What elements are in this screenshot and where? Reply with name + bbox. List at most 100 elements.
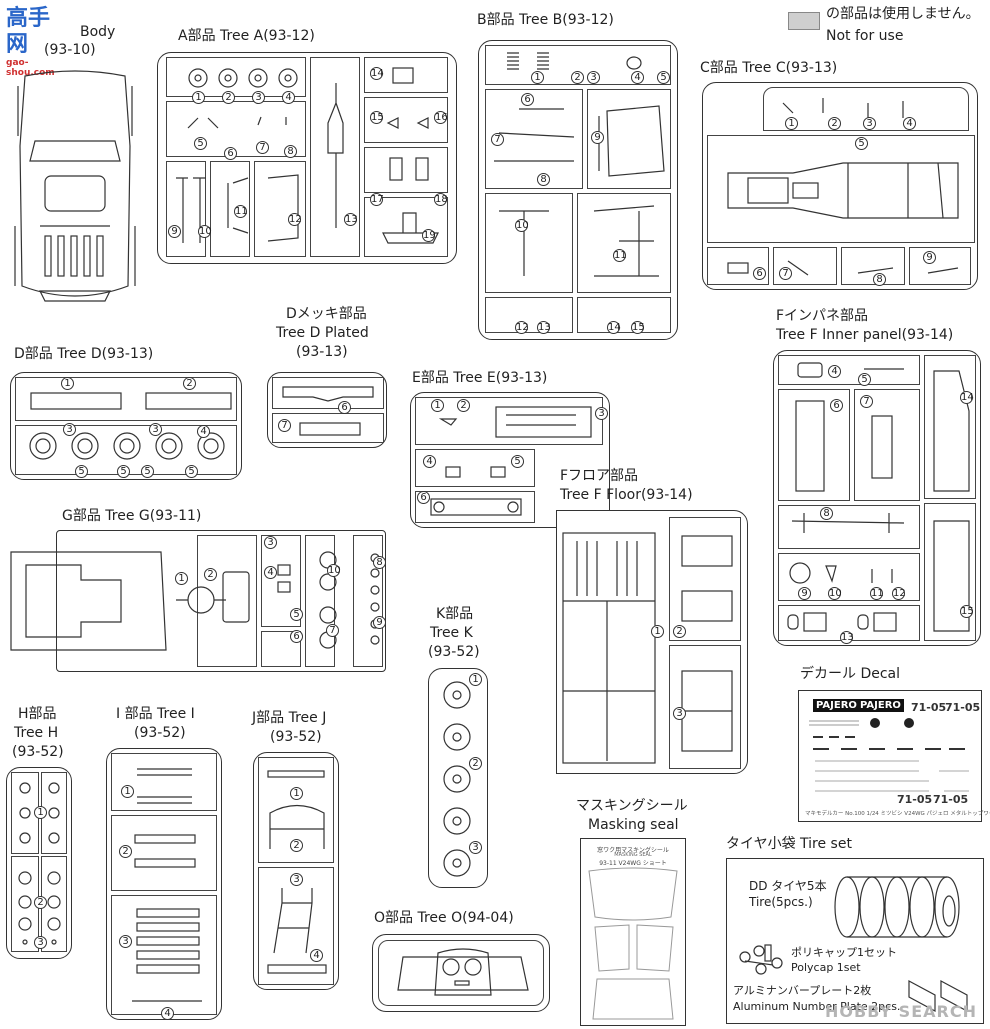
tree-o-label: O部品 Tree O(94-04) xyxy=(374,910,514,926)
part-number: 2 xyxy=(673,625,686,638)
body-code: (93-10) xyxy=(44,42,96,58)
part-number: 2 xyxy=(828,117,841,130)
part-number: 8 xyxy=(820,507,833,520)
part-number: 4 xyxy=(264,566,277,579)
part-number: 7 xyxy=(779,267,792,280)
part-number: 3 xyxy=(595,407,608,420)
part-number: 5 xyxy=(657,71,670,84)
part-number: 14 xyxy=(960,391,974,404)
tire-en: Tire(5pcs.) xyxy=(749,895,813,909)
part-number: 12 xyxy=(515,321,529,334)
part-number: 6 xyxy=(417,491,430,504)
part-number: 1 xyxy=(290,787,303,800)
tree-d-plated-code: (93-13) xyxy=(296,344,348,360)
tree-f-floor-drawing xyxy=(562,532,733,764)
tree-j-code: (93-52) xyxy=(270,729,322,745)
part-number: 2 xyxy=(571,71,584,84)
part-number: 3 xyxy=(252,91,265,104)
tree-b-drawing xyxy=(494,52,665,277)
tree-f-floor-label-en: Tree F Floor(93-14) xyxy=(560,487,693,503)
part-number: 1 xyxy=(175,572,188,585)
part-number: 4 xyxy=(423,455,436,468)
tree-k-code: (93-52) xyxy=(428,644,480,660)
tree-e: 1 2 3 4 5 6 xyxy=(410,392,610,528)
masking-sheet-title: 窓ワク用マスキングシール xyxy=(597,847,669,854)
decal-label: デカール Decal xyxy=(800,666,901,682)
part-number: 4 xyxy=(903,117,916,130)
part-number: 1 xyxy=(531,71,544,84)
part-number: 10 xyxy=(515,219,529,232)
part-number: 1 xyxy=(431,399,444,412)
part-number: 5 xyxy=(511,455,524,468)
part-number: 15 xyxy=(370,111,384,124)
tree-f-floor-label-jp: Fフロア部品 xyxy=(560,468,639,484)
part-number: 5 xyxy=(141,465,154,478)
tree-f-floor: 1 2 3 xyxy=(556,510,748,774)
part-number: 10 xyxy=(828,587,842,600)
body-drawing xyxy=(14,70,136,302)
tree-i: 1 2 3 4 xyxy=(106,748,222,1020)
part-number: 1 xyxy=(651,625,664,638)
part-number: 18 xyxy=(434,193,448,206)
part-number: 3 xyxy=(469,841,482,854)
part-number: 1 xyxy=(469,673,482,686)
decal-plate-3: 71-05 xyxy=(897,793,933,806)
tree-e-drawing xyxy=(430,406,592,516)
part-number: 3 xyxy=(264,536,277,549)
part-number: 7 xyxy=(860,395,873,408)
part-number: 3 xyxy=(149,423,162,436)
hobby-search-watermark: HOBBY SEARCH xyxy=(825,1002,977,1021)
part-number: 13 xyxy=(840,631,854,644)
tree-a: 1 2 3 4 5 6 7 8 9 10 11 12 13 14 15 16 1… xyxy=(157,52,457,264)
part-number: 4 xyxy=(282,91,295,104)
part-number: 6 xyxy=(521,93,534,106)
tree-d-plated-label-en: Tree D Plated xyxy=(276,325,369,341)
part-number: 7 xyxy=(256,141,269,154)
tree-k-label-jp: K部品 xyxy=(436,606,474,622)
tire-jp: DD タイヤ5本 xyxy=(749,879,827,893)
part-number: 2 xyxy=(204,568,217,581)
decal-sheet: PAJERO PAJERO 71-05 71-05 71-05 71-05 マキ… xyxy=(798,690,990,822)
tree-c: 1 2 3 4 5 6 7 8 9 xyxy=(702,82,978,290)
part-number: 1 xyxy=(785,117,798,130)
part-number: 8 xyxy=(373,556,386,569)
tree-k-label-en: Tree K xyxy=(430,625,473,641)
part-number: 11 xyxy=(870,587,884,600)
tree-i-code: (93-52) xyxy=(134,725,186,741)
part-number: 3 xyxy=(119,935,132,948)
polycap-jp: ポリキャップ1セット xyxy=(791,946,897,959)
part-number: 9 xyxy=(798,587,811,600)
tree-h-label-en: Tree H xyxy=(14,725,59,741)
part-number: 2 xyxy=(457,399,470,412)
tree-o xyxy=(372,934,550,1012)
part-number: 11 xyxy=(613,249,627,262)
part-number: 9 xyxy=(168,225,181,238)
site-logo-text: 高手网 xyxy=(6,6,51,57)
decal-plate-4: 71-05 xyxy=(933,793,969,806)
tree-f-inner-label-jp: Fインパネ部品 xyxy=(776,308,869,324)
part-number: 13 xyxy=(537,321,551,334)
decal-brand-2: PAJERO xyxy=(857,699,904,712)
site-logo: 高手网 gao-shou.com xyxy=(6,6,70,78)
part-number: 9 xyxy=(591,131,604,144)
polycap-en: Polycap 1set xyxy=(791,961,861,974)
number-plate-icon xyxy=(908,979,968,1013)
part-number: 3 xyxy=(863,117,876,130)
tree-k-wheels xyxy=(443,681,471,877)
masking-shapes xyxy=(588,867,678,1020)
part-number: 7 xyxy=(326,624,339,637)
part-number: 3 xyxy=(34,936,47,949)
tree-f-inner: 4 5 6 7 8 9 10 11 12 13 14 15 xyxy=(773,350,981,646)
part-number: 3 xyxy=(290,873,303,886)
part-number: 6 xyxy=(338,401,351,414)
tire-stack-icon xyxy=(834,876,960,938)
tree-g xyxy=(56,530,386,672)
part-number: 10 xyxy=(327,564,341,577)
masking-seal-sheet: 窓ワク用マスキングシール MASKING SEAL 93-11 V24WG ショ… xyxy=(580,838,686,1026)
part-number: 5 xyxy=(858,373,871,386)
tree-e-label: E部品 Tree E(93-13) xyxy=(412,370,548,386)
part-number: 11 xyxy=(234,205,248,218)
part-number: 5 xyxy=(194,137,207,150)
masking-label-en: Masking seal xyxy=(588,817,679,833)
part-number: 14 xyxy=(607,321,621,334)
